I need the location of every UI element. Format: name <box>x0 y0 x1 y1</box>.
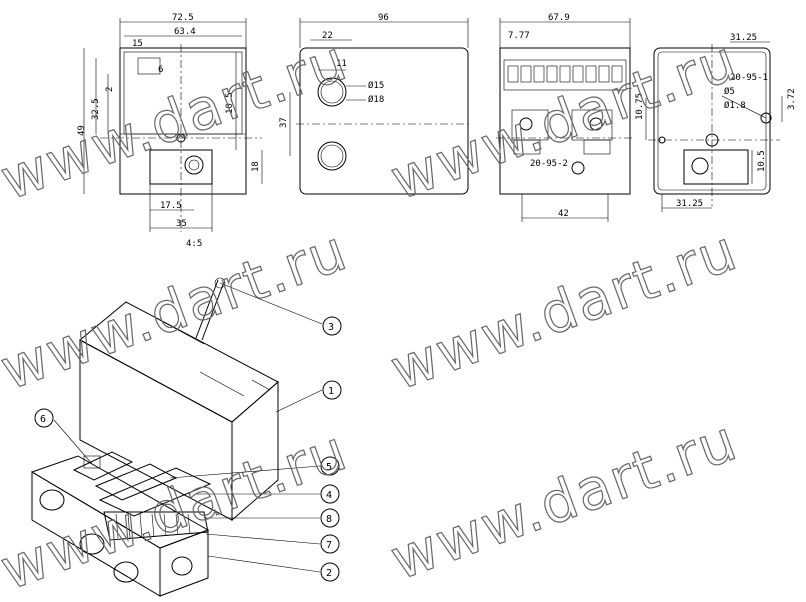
terminal-label-bottom: 20-95-2 <box>530 159 568 169</box>
callout-circle-6 <box>34 408 54 428</box>
callout-2: 2 <box>326 568 332 579</box>
dim-front-small-width: 15 <box>132 39 143 49</box>
dim-side-overall-width: 96 <box>378 13 389 23</box>
back-view: 20-95-1 31.25 Ø5 Ø1.8 3.72 10.75 10.5 31… <box>635 33 797 212</box>
adjusting-rod <box>195 277 226 341</box>
dim-front-left-c: 49 <box>77 125 87 136</box>
dim-front-small-height: 6 <box>158 65 163 75</box>
terminal-view: 20-95-2 67.9 7.77 42 <box>496 13 634 222</box>
dim-front-right-a: 10.5 <box>225 92 235 114</box>
dim-front-bottom-a: 17.5 <box>160 201 182 211</box>
terminal-view-outline <box>499 47 631 195</box>
dim-side-hole-big: Ø15 <box>368 80 384 91</box>
callout-circle-5 <box>320 456 340 476</box>
terminal-screws <box>507 65 623 83</box>
dim-terminal-overall-width: 67.9 <box>548 13 570 23</box>
dim-front-overall-width: 72.5 <box>172 13 194 23</box>
callout-3: 3 <box>328 322 334 333</box>
callout-7: 7 <box>326 540 332 551</box>
watermark-1: www.dart.ru <box>0 28 356 213</box>
callout-1: 1 <box>328 386 334 397</box>
dim-side-hole-small: Ø18 <box>368 94 384 105</box>
watermark-3: www.dart.ru <box>0 218 356 403</box>
dim-back-top-right: 31.25 <box>730 33 757 43</box>
callout-4: 4 <box>326 490 332 501</box>
side-view-outline <box>299 47 469 195</box>
watermark-4: www.dart.ru <box>383 218 747 403</box>
dim-back-hole-a: Ø5 <box>724 86 735 97</box>
front-view-knob <box>184 155 204 175</box>
front-view: 72.5 63.4 15 6 2 32.5 49 10.5 18 17.5 35 <box>77 13 263 232</box>
base-part <box>30 455 210 597</box>
callout-circle-2 <box>320 562 340 582</box>
callout-8: 8 <box>326 514 332 525</box>
dim-front-left-a: 2 <box>105 87 115 92</box>
callout-circle-1 <box>322 380 342 400</box>
back-view-hole-right <box>760 112 772 124</box>
terminal-view-knob <box>571 161 585 175</box>
side-view: 96 22 11 Ø15 Ø18 37 <box>279 13 472 195</box>
dim-front-right-b: 18 <box>251 161 261 172</box>
dim-back-left-a: 10.75 <box>635 93 645 120</box>
callout-circle-7 <box>320 534 340 554</box>
dim-back-right-a: 3.72 <box>787 88 797 110</box>
watermarks: www.dart.ru www.dart.ru www.dart.ru www.… <box>0 27 747 602</box>
scale-label: 4:5 <box>186 239 202 249</box>
dim-side-hole-spacing: 11 <box>336 59 347 69</box>
callout-circle-8 <box>320 508 340 528</box>
front-view-outline <box>119 47 247 195</box>
callout-6: 6 <box>40 414 46 425</box>
back-view-terminal <box>683 149 749 185</box>
terminal-assembly <box>72 451 212 541</box>
dim-terminal-pitch: 7.77 <box>508 31 530 41</box>
dim-front-bottom-b: 35 <box>176 219 187 229</box>
dim-back-bottom: 31.25 <box>676 199 703 209</box>
side-view-hole-top <box>317 77 347 107</box>
callout-circle-4 <box>320 484 340 504</box>
callout-circle-3 <box>322 316 342 336</box>
exploded-view <box>30 277 279 597</box>
cover-part <box>79 301 279 522</box>
dim-side-top-small: 22 <box>322 31 333 41</box>
dim-back-right-b: 10.5 <box>757 150 767 172</box>
dim-terminal-bottom-width: 42 <box>558 209 569 219</box>
terminal-strip <box>503 59 627 91</box>
side-view-hole-bottom <box>317 141 347 171</box>
dim-front-left-b: 32.5 <box>91 98 101 120</box>
watermark-2: www.dart.ru <box>383 28 747 213</box>
watermark-6: www.dart.ru <box>383 408 747 593</box>
dim-front-inner-width: 63.4 <box>174 27 196 37</box>
dim-back-hole-b: Ø1.8 <box>724 100 746 111</box>
back-view-label: 20-95-1 <box>730 73 768 83</box>
front-view-small-window <box>137 57 161 75</box>
dim-side-left-height: 37 <box>279 117 289 128</box>
callouts: 3 1 6 5 4 8 7 2 <box>34 282 342 582</box>
callout-5: 5 <box>326 462 332 473</box>
